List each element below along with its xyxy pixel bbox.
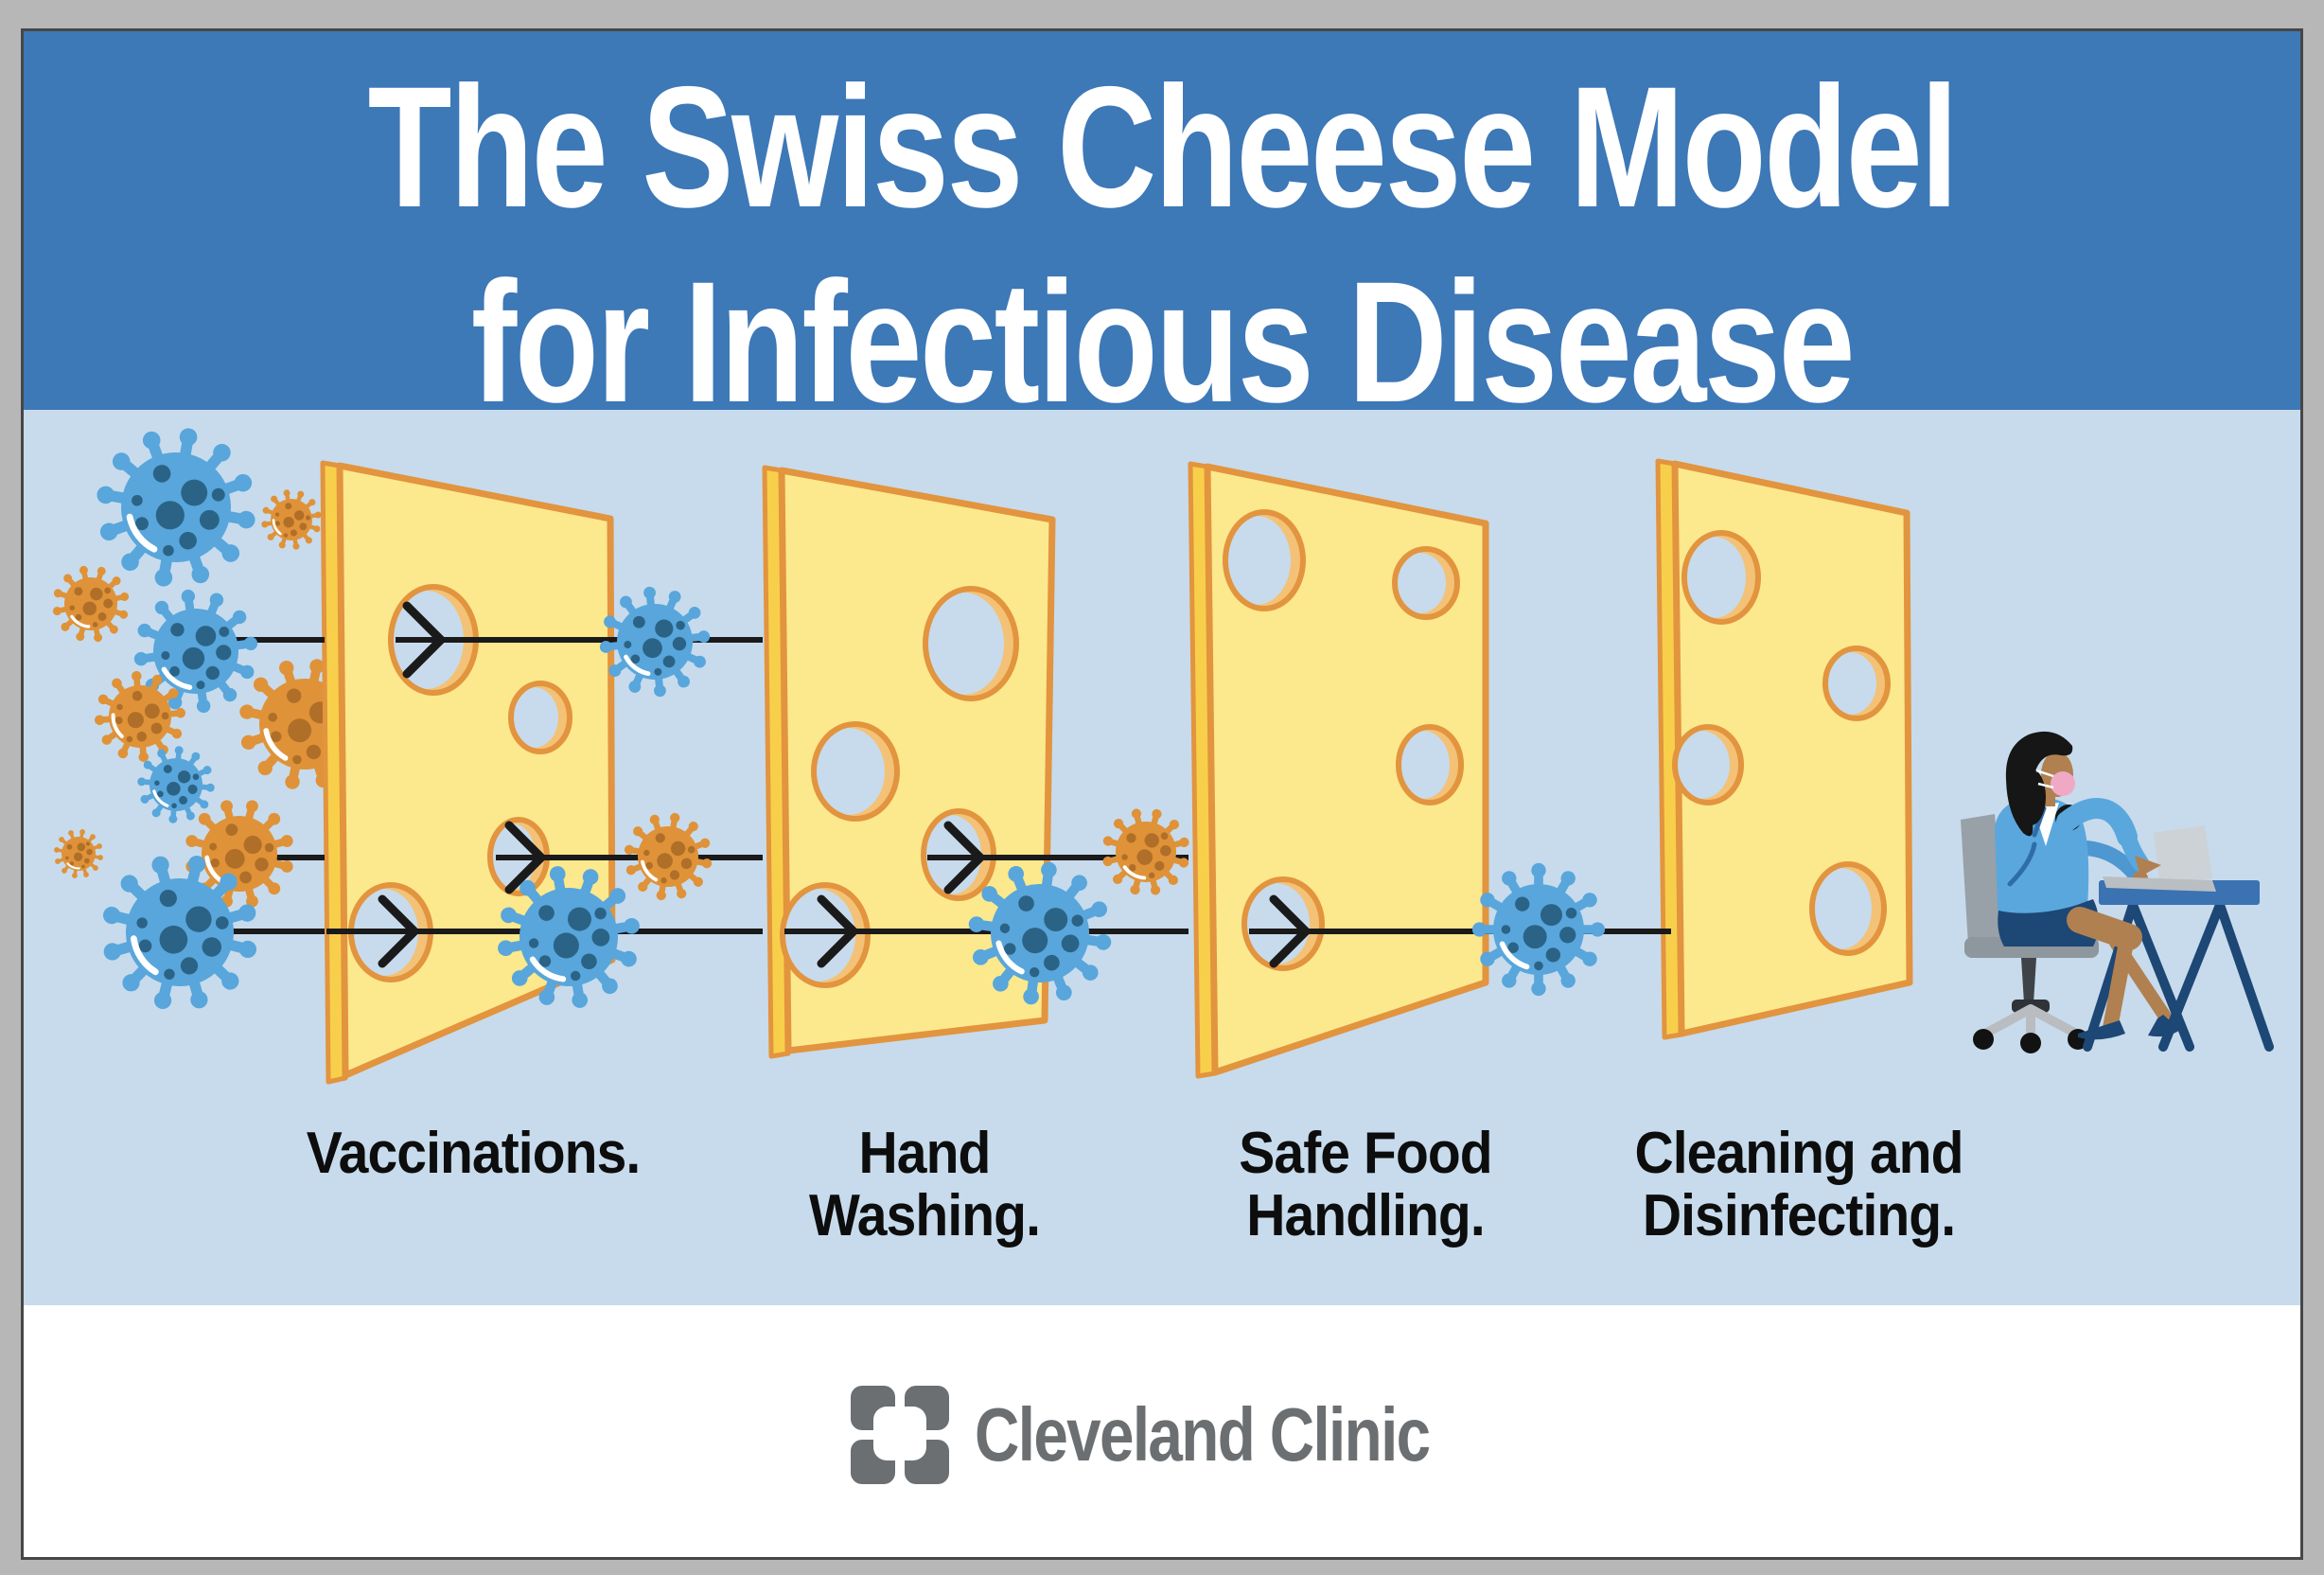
- layer-label-cleaning: Cleaning and Disinfecting.: [1634, 1121, 1963, 1248]
- cleveland-clinic-logo-icon: [851, 1386, 949, 1484]
- layer-label-hand-washing: Hand Washing.: [808, 1121, 1041, 1248]
- layer-label-vaccinations: Vaccinations.: [306, 1121, 642, 1186]
- header-band: [24, 31, 2300, 410]
- title-line-1: The Swiss Cheese Model: [367, 50, 1959, 243]
- cleveland-clinic-logo: Cleveland Clinic: [851, 1386, 1529, 1484]
- brand-name: Cleveland Clinic: [975, 1392, 1431, 1477]
- footer-band: [24, 1305, 2300, 1557]
- page-title: The Swiss Cheese Model for Infectious Di…: [24, 49, 2300, 439]
- title-line-2: for Infectious Disease: [470, 245, 1856, 438]
- layer-label-safe-food: Safe Food Handling.: [1239, 1121, 1492, 1248]
